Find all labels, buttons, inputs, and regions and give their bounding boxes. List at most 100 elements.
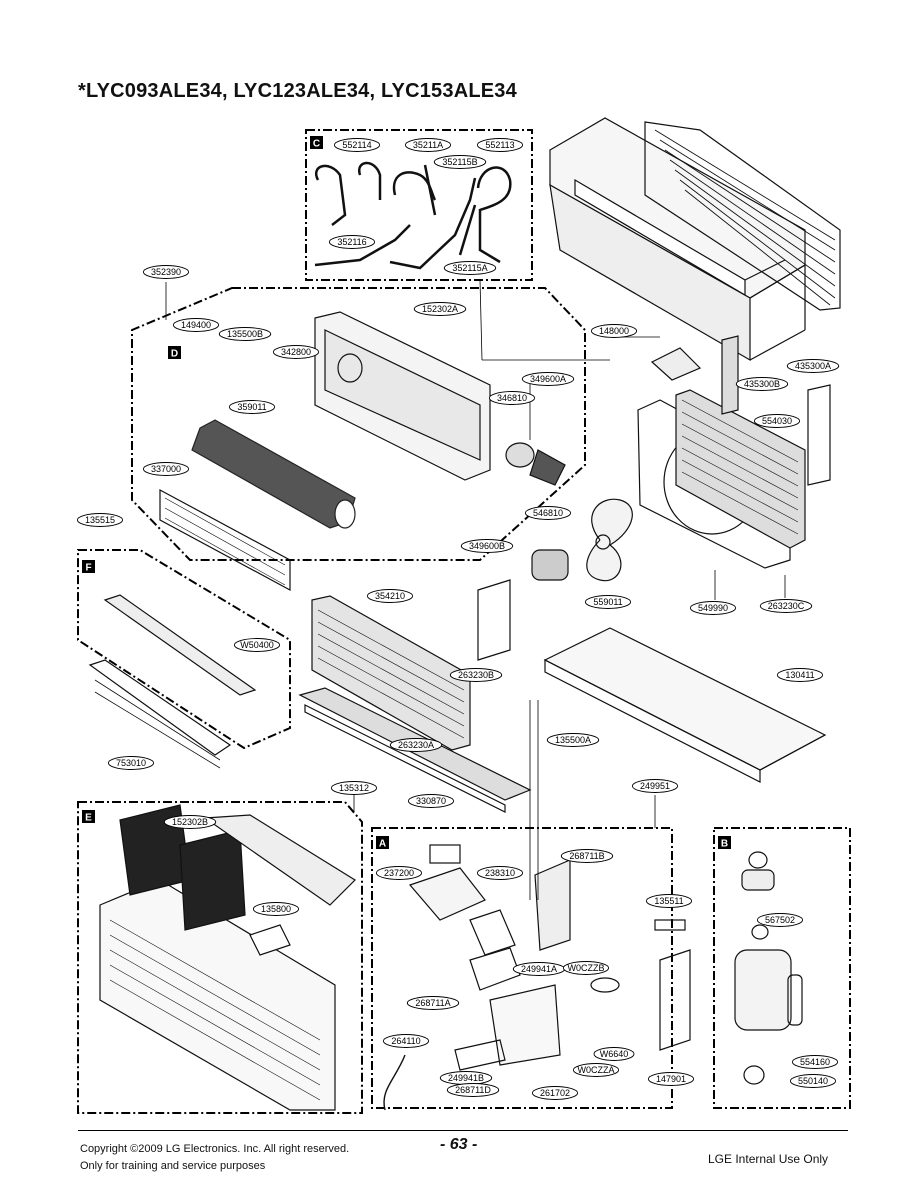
rear-grille: [644, 121, 841, 311]
internal-use-text: LGE Internal Use Only: [708, 1152, 829, 1166]
part-callout-352116: 352116: [328, 235, 376, 249]
section-a-frame: [371, 827, 673, 1109]
part-callout-554160: 554160: [791, 1055, 839, 1069]
part-callout-359011: 359011: [228, 400, 276, 414]
part-callout-546810: 546810: [524, 506, 572, 520]
section-c-frame: [305, 129, 533, 281]
part-callout-352390: 352390: [142, 265, 190, 279]
section-f-marker: F: [82, 560, 95, 574]
part-number-label: 349600B: [469, 541, 505, 551]
part-callout-135500a: 135500A: [546, 733, 600, 747]
part-callout-147901: 147901: [647, 1072, 695, 1086]
part-callout-552113: 552113: [476, 138, 524, 152]
part-callout-238310: 238310: [476, 866, 524, 880]
section-letter: E: [85, 813, 92, 824]
part-number-label: 135511: [654, 896, 683, 906]
section-letter: A: [379, 839, 386, 850]
part-callout-268711a: 268711A: [406, 996, 460, 1010]
front-cover: [99, 804, 356, 1111]
part-number-label: 554160: [800, 1057, 830, 1067]
part-number-label: 135800: [261, 904, 291, 914]
part-number-label: 268711D: [455, 1085, 491, 1095]
part-number-label: 249941B: [448, 1073, 484, 1083]
part-number-label: W6640: [600, 1049, 629, 1059]
part-callout-349600a: 349600A: [521, 372, 575, 386]
part-callout-w50400: W50400: [233, 638, 281, 652]
part-callout-559011: 559011: [584, 595, 632, 609]
part-number-label: 263230B: [458, 670, 494, 680]
part-callout-264110: 264110: [382, 1034, 430, 1048]
part-callout-135312: 135312: [330, 781, 378, 795]
condenser-coil: [675, 389, 806, 549]
outdoor-fan: [586, 498, 633, 582]
evaporator-coil: [311, 595, 471, 751]
compressor-parts: [734, 851, 803, 1085]
part-number-label: W0CZZA: [578, 1065, 615, 1075]
part-number-label: 567502: [765, 915, 795, 925]
part-number-label: 130411: [785, 670, 814, 680]
section-letter: D: [171, 349, 178, 360]
outdoor-motor: [477, 549, 569, 661]
part-number-label: 148000: [599, 326, 629, 336]
part-callout-268711b: 268711B: [560, 849, 614, 863]
part-callout-435300a: 435300A: [786, 359, 840, 373]
part-number-label: 35211A: [413, 140, 443, 150]
part-callout-263230c: 263230C: [759, 599, 813, 613]
part-number-label: 549990: [698, 603, 728, 613]
part-callout-249951: 249951: [631, 779, 679, 793]
part-callout-330870: 330870: [407, 794, 455, 808]
part-number-label: 435300A: [795, 361, 831, 371]
page-number: - 63 -: [440, 1136, 478, 1153]
copyright-text: Copyright ©2009 LG Electronics. Inc. All…: [80, 1143, 350, 1155]
part-callout-261702: 261702: [531, 1086, 579, 1100]
part-number-label: 135312: [339, 783, 369, 793]
part-number-label: 135515: [85, 515, 115, 525]
part-number-label: 337000: [151, 464, 181, 474]
indoor-motor: [505, 442, 566, 486]
part-number-label: W0CZZB: [568, 963, 605, 973]
section-c-marker: C: [310, 136, 323, 150]
part-number-label: 264110: [391, 1036, 420, 1046]
part-number-label: 349600A: [530, 374, 566, 384]
section-d-marker: D: [168, 346, 181, 360]
part-callout-263230a: 263230A: [389, 738, 443, 752]
part-number-label: 263230C: [768, 601, 805, 611]
part-callout-152302a: 152302A: [413, 302, 467, 316]
part-callout-352115a: 352115A: [443, 261, 497, 275]
part-number-label: 352115B: [442, 157, 477, 167]
section-e-frame: [77, 801, 363, 1114]
part-number-label: 359011: [237, 402, 266, 412]
part-number-label: 135500B: [227, 329, 263, 339]
part-callout-352115b: 352115B: [433, 155, 487, 169]
part-callout-337000: 337000: [142, 462, 190, 476]
section-f-frame: [77, 549, 291, 750]
part-number-label: 330870: [416, 796, 446, 806]
part-callout-346810: 346810: [488, 391, 536, 405]
part-callout-349600b: 349600B: [460, 539, 514, 553]
part-number-label: 152302A: [422, 304, 458, 314]
blower-wheel: [191, 419, 356, 529]
part-callout-35211a: 35211A: [404, 138, 452, 152]
control-parts: [383, 844, 691, 1111]
part-callout-135500b: 135500B: [218, 327, 272, 341]
training-text: Only for training and service purposes: [80, 1160, 266, 1172]
part-number-label: 135500A: [555, 735, 591, 745]
part-number-label: 546810: [533, 508, 563, 518]
section-b-marker: B: [718, 836, 731, 850]
part-number-label: 152302B: [172, 817, 208, 827]
part-number-label: 753010: [116, 758, 146, 768]
part-callout-135800: 135800: [252, 902, 300, 916]
part-callout-268711d: 268711D: [446, 1083, 500, 1097]
section-letter: C: [313, 139, 320, 150]
base-pan: [543, 627, 827, 783]
part-number-label: 149400: [181, 320, 211, 330]
part-number-label: 552114: [342, 140, 371, 150]
section-b-frame: [713, 827, 851, 1109]
side-brackets: [650, 335, 831, 486]
part-callout-135511: 135511: [645, 894, 693, 908]
part-callout-435300b: 435300B: [735, 377, 789, 391]
section-letter: B: [721, 839, 728, 850]
part-number-label: 268711B: [569, 851, 604, 861]
part-number-label: 238310: [485, 868, 515, 878]
